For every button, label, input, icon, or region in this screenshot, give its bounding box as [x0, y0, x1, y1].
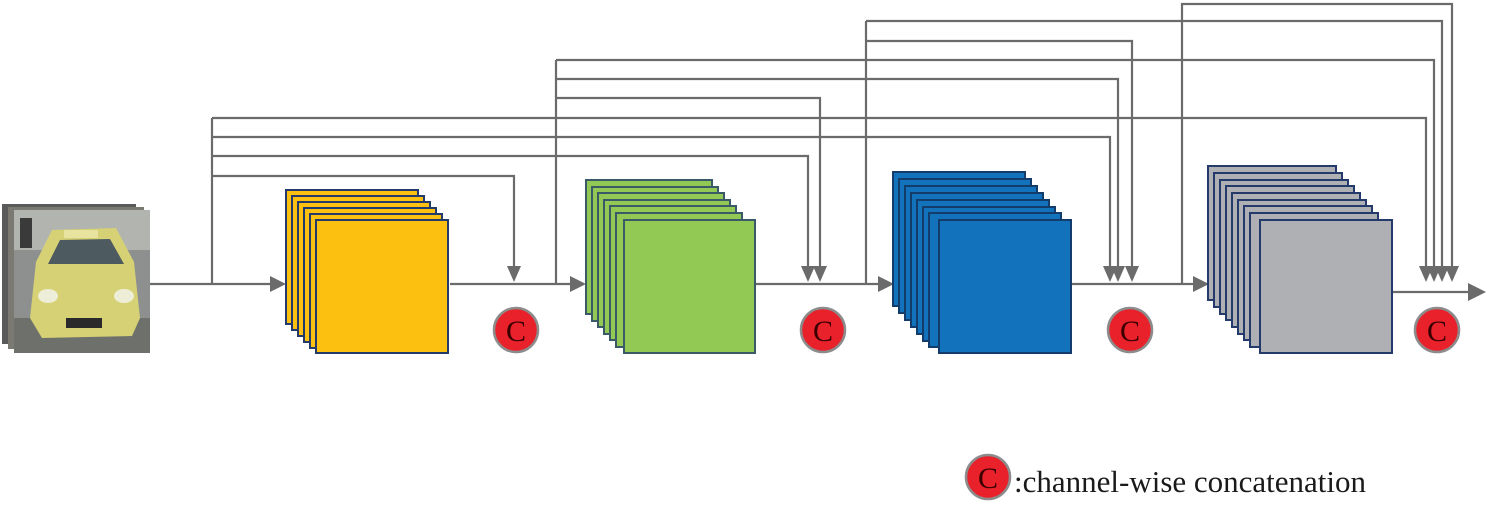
concat-node-4: C — [1413, 306, 1461, 354]
dense-block-2 — [585, 179, 756, 354]
main-flow — [150, 276, 1486, 301]
dense-block-1 — [285, 189, 449, 354]
skip-connections-4 — [1180, 2, 1459, 284]
dense-block-4 — [1207, 165, 1393, 354]
legend-symbol: C — [978, 462, 998, 495]
input-image-stack — [2, 204, 150, 353]
legend: C :channel-wise concatenation — [964, 453, 1367, 501]
concat-node-1: C — [492, 306, 540, 354]
skip-connections-3 — [864, 19, 1449, 284]
car-photo-icon — [14, 210, 150, 353]
concat-symbol: C — [1120, 315, 1140, 348]
legend-concat-icon — [964, 453, 1012, 501]
concat-symbol: C — [813, 315, 833, 348]
skip-connections-1 — [210, 116, 1433, 284]
concat-node-3: C — [1106, 306, 1154, 354]
concat-symbol: C — [1427, 315, 1447, 348]
concat-symbol: C — [506, 315, 526, 348]
dense-block-3 — [892, 171, 1072, 354]
concat-node-2: C — [799, 306, 847, 354]
legend-text: :channel-wise concatenation — [1014, 464, 1367, 499]
